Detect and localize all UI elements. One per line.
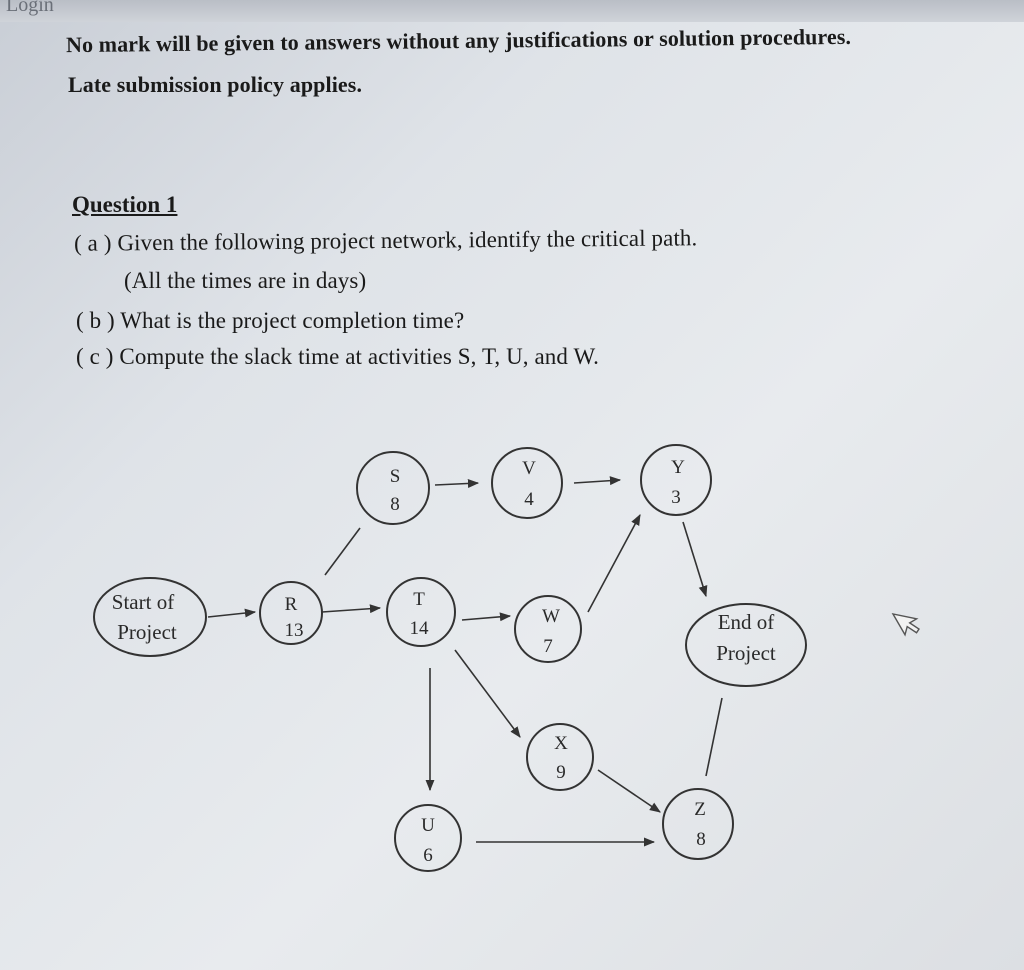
activity-node-y: Y 3	[640, 444, 712, 516]
activity-w-duration: 7	[543, 636, 553, 657]
instruction-line-2: Late submission policy applies.	[68, 72, 363, 97]
top-bar: Login	[0, 0, 1024, 22]
question-part-a-note: (All the times are in days)	[124, 268, 367, 293]
activity-x-id: X	[554, 733, 568, 754]
edge-t-w	[461, 612, 512, 622]
end-node-line1: End of	[718, 610, 775, 634]
activity-t-duration: 14	[410, 618, 430, 639]
start-of-project-node: Start of Project	[93, 577, 207, 657]
start-node-line1: Start of	[112, 590, 174, 614]
activity-node-w: W 7	[514, 595, 582, 663]
start-node-line2: Project	[117, 620, 177, 644]
top-bar-fragment: Login	[6, 0, 54, 16]
end-node-line2: Project	[716, 641, 776, 665]
activity-w-id: W	[542, 606, 560, 627]
activity-y-id: Y	[671, 457, 685, 478]
activity-node-v: V 4	[491, 447, 563, 519]
activity-node-r: R 13	[259, 581, 323, 645]
activity-y-duration: 3	[671, 487, 681, 508]
edge-w-y	[587, 514, 641, 613]
activity-u-id: U	[421, 815, 435, 836]
edge-z-end	[705, 697, 723, 777]
activity-node-u: U 6	[394, 804, 462, 872]
question-part-c: ( c ) Compute the slack time at activiti…	[76, 344, 599, 369]
edge-r-t	[321, 604, 382, 614]
question-title: Question 1	[72, 192, 178, 217]
edge-start-r	[207, 608, 257, 618]
activity-u-duration: 6	[423, 845, 433, 866]
activity-node-z: Z 8	[662, 788, 734, 860]
activity-t-id: T	[413, 589, 425, 610]
edge-r-s	[324, 527, 361, 576]
activity-v-duration: 4	[524, 489, 534, 510]
edge-s-v	[434, 478, 480, 488]
edge-y-end	[682, 521, 708, 598]
activity-node-x: X 9	[526, 723, 594, 791]
end-of-project-node: End of Project	[685, 603, 807, 687]
edge-x-z	[597, 769, 661, 813]
question-part-b: ( b ) What is the project completion tim…	[76, 308, 465, 333]
activity-s-duration: 8	[390, 494, 400, 515]
activity-r-duration: 13	[285, 620, 304, 641]
edge-t-x	[454, 649, 521, 738]
activity-z-id: Z	[694, 799, 706, 820]
mouse-pointer-icon	[891, 613, 920, 637]
edge-v-y	[573, 476, 622, 486]
activity-x-duration: 9	[556, 762, 566, 783]
activity-v-id: V	[522, 458, 536, 479]
activity-node-t: T 14	[386, 577, 456, 647]
activity-r-id: R	[285, 594, 298, 615]
activity-node-s: S 8	[356, 451, 430, 525]
activity-s-id: S	[390, 466, 401, 487]
activity-z-duration: 8	[696, 829, 706, 850]
